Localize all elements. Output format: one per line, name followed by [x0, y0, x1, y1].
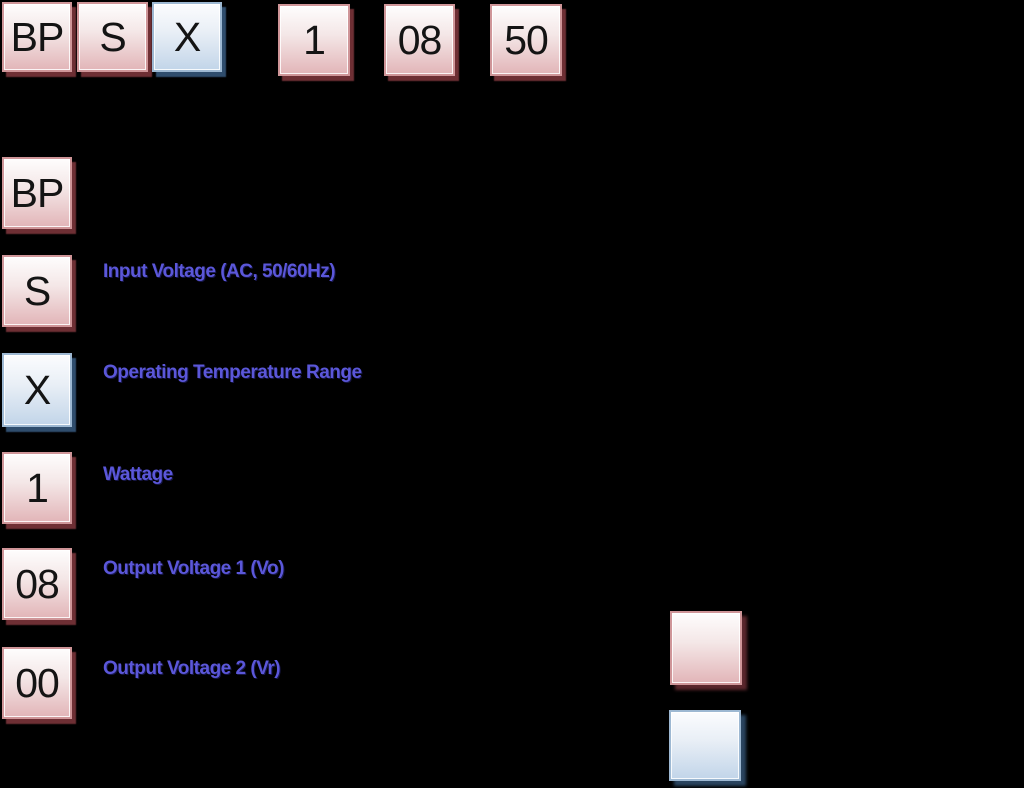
part-segment-box-vo: 08	[384, 4, 455, 76]
part-segment-box-x: X	[152, 2, 222, 72]
part-segment-box-wattage: 1	[278, 4, 350, 76]
part-segment-box-vr: 50	[490, 4, 562, 76]
breakdown-label-operating-temperature-range: Operating Temperature Range	[103, 362, 362, 383]
breakdown-box-vo: 08	[2, 548, 72, 620]
breakdown-label-output-voltage-1: Output Voltage 1 (Vo)	[103, 558, 284, 579]
breakdown-box-wattage: 1	[2, 452, 72, 524]
breakdown-box-s: S	[2, 255, 72, 327]
part-segment-box-s: S	[77, 2, 148, 72]
color-key-swatch-blue	[669, 710, 741, 781]
breakdown-box-x: X	[2, 353, 72, 427]
breakdown-box-bp: BP	[2, 157, 72, 229]
breakdown-box-vr: 00	[2, 647, 72, 719]
breakdown-label-wattage: Wattage	[103, 464, 173, 485]
breakdown-label-output-voltage-2: Output Voltage 2 (Vr)	[103, 658, 281, 679]
color-key-swatch-pink	[670, 611, 742, 685]
part-segment-box-bp: BP	[2, 2, 72, 72]
breakdown-label-input-voltage: Input Voltage (AC, 50/60Hz)	[103, 261, 336, 282]
